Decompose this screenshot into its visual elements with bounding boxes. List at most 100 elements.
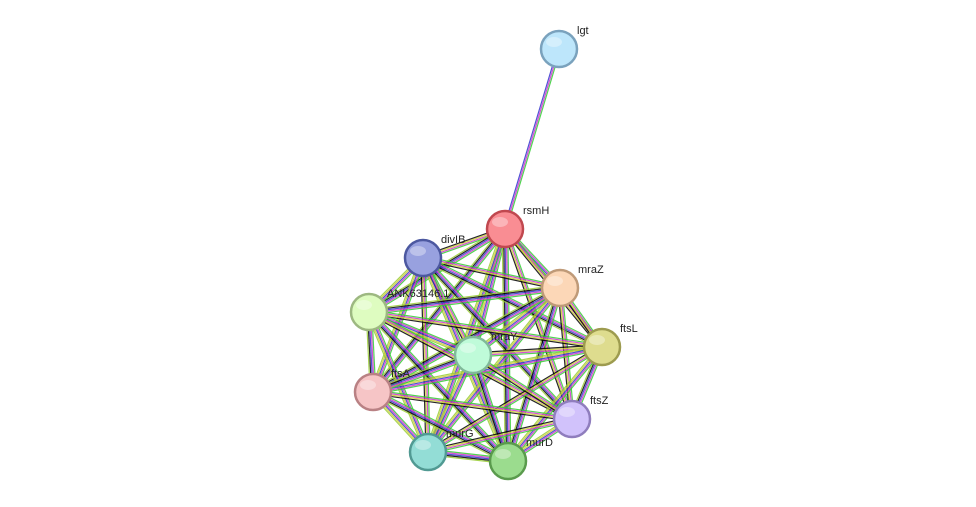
edge-evidence-line <box>374 230 508 395</box>
edge-divIB-ftsL[interactable] <box>421 254 604 351</box>
edge-evidence-line <box>423 256 603 347</box>
node-murG[interactable]: murG <box>408 428 474 472</box>
node-divIB[interactable]: divIB <box>403 234 465 278</box>
node-circle[interactable] <box>408 432 448 472</box>
edge-mraZ-ANK63146.1[interactable] <box>368 284 561 316</box>
node-mraZ[interactable]: mraZ <box>540 264 604 308</box>
edge-evidence-line <box>505 344 601 460</box>
node-lgt[interactable]: lgt <box>539 25 589 69</box>
edge-rsmH-ftsA[interactable] <box>370 226 508 395</box>
node-circle[interactable] <box>540 268 580 308</box>
node-highlight <box>360 380 376 390</box>
edge-evidence-line <box>472 355 572 421</box>
edge-evidence-line <box>368 286 560 312</box>
edge-ftsA-murD[interactable] <box>371 388 510 465</box>
node-highlight <box>356 300 372 310</box>
edge-lgt-rsmH[interactable] <box>503 48 561 230</box>
node-circle[interactable] <box>539 29 579 69</box>
node-circle[interactable] <box>485 209 525 249</box>
edge-ftsL-mraY[interactable] <box>472 344 603 358</box>
node-circle[interactable] <box>552 399 592 439</box>
edge-evidence-line <box>557 288 571 420</box>
edge-evidence-line <box>373 229 507 394</box>
edge-evidence-line <box>473 352 574 418</box>
node-label: murD <box>526 437 553 449</box>
edge-evidence-line <box>371 393 507 465</box>
edge-ftsA-ftsZ[interactable] <box>372 389 573 422</box>
edge-evidence-line <box>369 310 510 461</box>
edge-evidence-line <box>368 311 509 462</box>
edge-divIB-mraZ[interactable] <box>422 255 561 291</box>
node-circle[interactable] <box>582 327 622 367</box>
node-label: ftsL <box>620 323 638 335</box>
node-circle[interactable] <box>453 335 493 375</box>
edge-evidence-line <box>423 256 561 288</box>
node-circle[interactable] <box>353 372 393 412</box>
edge-evidence-line <box>473 353 573 419</box>
edge-evidence-line <box>422 259 560 291</box>
node-circle[interactable] <box>403 238 443 278</box>
edge-evidence-line <box>373 349 603 396</box>
node-ftsZ[interactable]: ftsZ <box>552 395 609 439</box>
edge-evidence-line <box>372 392 508 463</box>
edge-evidence-line <box>370 226 504 391</box>
edge-evidence-line <box>372 392 572 421</box>
edge-ftsL-murD[interactable] <box>505 344 605 464</box>
edge-evidence-line <box>428 348 604 455</box>
edge-evidence-line <box>372 228 506 393</box>
node-circle[interactable] <box>349 292 389 332</box>
edge-divIB-ftsZ[interactable] <box>420 255 575 422</box>
node-label: mraZ <box>578 264 604 276</box>
node-label: rsmH <box>523 205 549 217</box>
edge-evidence-line <box>422 258 560 290</box>
edge-ANK63146.1-ftsL[interactable] <box>368 309 603 350</box>
edge-evidence-line <box>369 310 603 347</box>
edge-evidence-line <box>504 48 560 230</box>
node-highlight <box>460 343 476 353</box>
nodes-layer: lgt rsmH divIB mraZ ANK63146.1 ftsL mraY ftsA ft… <box>349 25 638 481</box>
edge-rsmH-ftsZ[interactable] <box>502 228 575 420</box>
edge-mraY-ftsZ[interactable] <box>471 352 574 422</box>
edge-evidence-line <box>422 257 603 348</box>
node-ftsA[interactable]: ftsA <box>353 368 411 412</box>
edge-evidence-line <box>420 259 571 422</box>
node-murD[interactable]: murD <box>488 437 553 481</box>
edge-evidence-line <box>421 259 602 351</box>
node-highlight <box>589 335 605 345</box>
edge-evidence-line <box>372 345 602 392</box>
edge-evidence-line <box>503 229 572 420</box>
node-rsmH[interactable]: rsmH <box>485 205 549 249</box>
edge-evidence-line <box>372 393 572 422</box>
node-highlight <box>546 37 562 47</box>
edge-evidence-line <box>505 228 574 419</box>
edge-evidence-line <box>427 416 572 451</box>
edge-evidence-line <box>472 344 602 354</box>
edge-evidence-line <box>506 345 602 461</box>
node-ANK63146.1[interactable]: ANK63146.1 <box>349 288 449 332</box>
edge-evidence-line <box>366 313 507 464</box>
edge-evidence-line <box>558 288 572 420</box>
edge-evidence-line <box>371 310 432 452</box>
edge-evidence-line <box>473 348 603 358</box>
node-label: mraY <box>491 331 518 343</box>
edge-evidence-line <box>369 309 603 346</box>
edge-evidence-line <box>505 49 561 230</box>
node-highlight <box>410 246 426 256</box>
edge-evidence-line <box>372 391 509 462</box>
edge-ftsZ-murG[interactable] <box>427 416 573 455</box>
node-label: divIB <box>441 234 465 246</box>
edge-evidence-line <box>428 420 573 455</box>
node-label: ftsZ <box>590 395 609 407</box>
edge-evidence-line <box>423 255 561 287</box>
edge-evidence-line <box>507 346 603 462</box>
node-label: ANK63146.1 <box>387 288 449 300</box>
node-ftsL[interactable]: ftsL <box>582 323 638 367</box>
edge-evidence-line <box>373 390 573 419</box>
node-highlight <box>547 276 563 286</box>
edge-evidence-line <box>427 345 602 452</box>
edge-evidence-line <box>373 389 573 418</box>
node-circle[interactable] <box>488 441 528 481</box>
node-highlight <box>492 217 508 227</box>
node-mraY[interactable]: mraY <box>453 331 518 375</box>
